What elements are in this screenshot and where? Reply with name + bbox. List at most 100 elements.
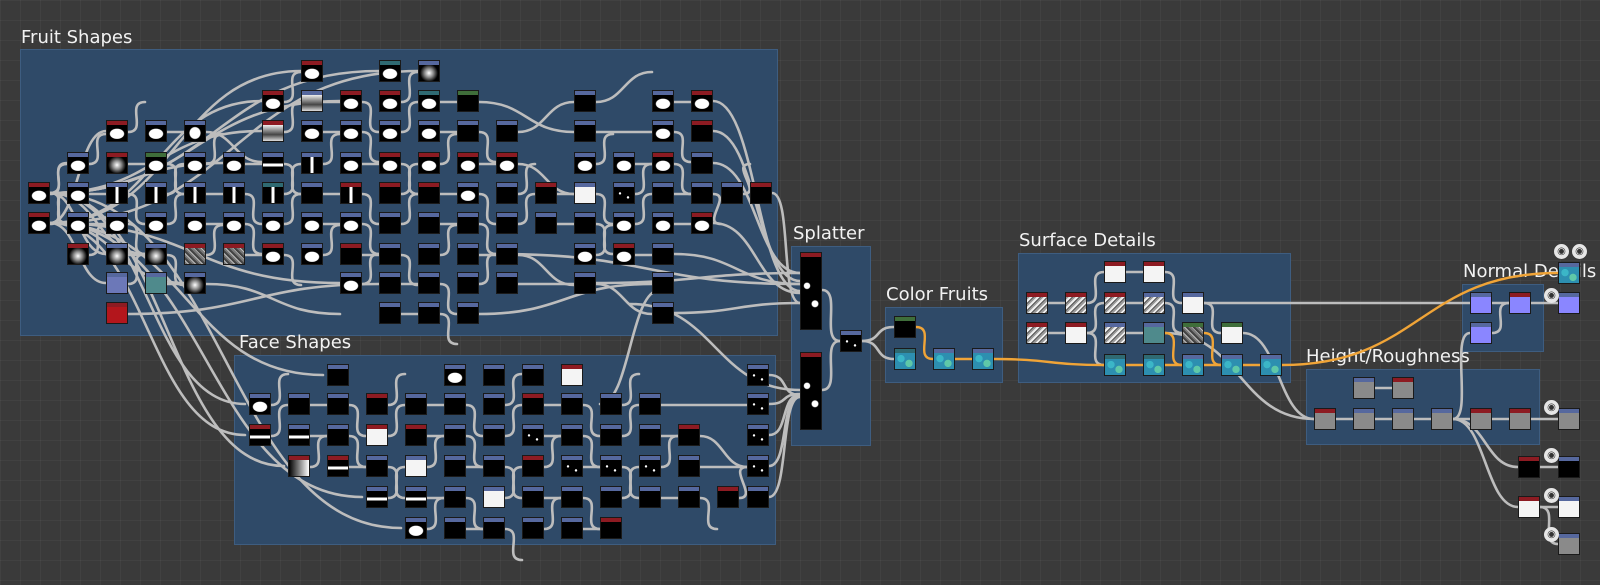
- normal-detail-node[interactable]: [1470, 292, 1492, 314]
- fruit-shape-node[interactable]: [340, 243, 362, 265]
- fruit-shape-node[interactable]: [652, 120, 674, 142]
- fruit-shape-node[interactable]: [28, 182, 50, 204]
- face-shape-node[interactable]: [561, 486, 583, 508]
- face-shape-node[interactable]: [444, 455, 466, 477]
- face-shape-node[interactable]: [483, 486, 505, 508]
- fruit-shape-node[interactable]: [145, 272, 167, 294]
- fruit-shape-node[interactable]: [340, 90, 362, 112]
- fruit-shape-node[interactable]: [379, 152, 401, 174]
- fruit-shape-node[interactable]: [379, 90, 401, 112]
- color-fruits-node[interactable]: [972, 348, 994, 370]
- fruit-shape-node[interactable]: [418, 60, 440, 82]
- fruit-shape-node[interactable]: [145, 243, 167, 265]
- face-shape-node[interactable]: [561, 364, 583, 386]
- fruit-shape-node[interactable]: [106, 152, 128, 174]
- fruit-shape-node[interactable]: [457, 182, 479, 204]
- fruit-shape-node[interactable]: [106, 272, 128, 294]
- fruit-shape-node[interactable]: [574, 212, 596, 234]
- face-shape-node[interactable]: [288, 455, 310, 477]
- fruit-shape-node[interactable]: [496, 152, 518, 174]
- fruit-shape-node[interactable]: [223, 182, 245, 204]
- fruit-shape-node[interactable]: [145, 120, 167, 142]
- fruit-shape-node[interactable]: [418, 90, 440, 112]
- fruit-shape-node[interactable]: [184, 243, 206, 265]
- face-shape-node[interactable]: [288, 424, 310, 446]
- height-roughness-node[interactable]: [1558, 496, 1580, 518]
- fruit-shape-node[interactable]: [301, 120, 323, 142]
- frame-face-shapes[interactable]: [234, 355, 776, 545]
- surface-detail-node[interactable]: [1182, 354, 1204, 376]
- face-shape-node[interactable]: [444, 364, 466, 386]
- surface-detail-node[interactable]: [1026, 292, 1048, 314]
- face-shape-node[interactable]: [522, 393, 544, 415]
- fruit-shape-node[interactable]: [652, 243, 674, 265]
- fruit-shape-node[interactable]: [145, 212, 167, 234]
- fruit-shape-node[interactable]: [340, 152, 362, 174]
- fruit-shape-node[interactable]: [340, 272, 362, 294]
- fruit-shape-node[interactable]: [721, 182, 743, 204]
- face-shape-node[interactable]: [561, 455, 583, 477]
- fruit-shape-node[interactable]: [379, 120, 401, 142]
- fruit-shape-node[interactable]: [184, 120, 206, 142]
- face-shape-node[interactable]: [747, 455, 769, 477]
- height-roughness-node[interactable]: [1431, 408, 1453, 430]
- fruit-shape-node[interactable]: [574, 90, 596, 112]
- fruit-shape-node[interactable]: [67, 243, 89, 265]
- face-shape-node[interactable]: [366, 486, 388, 508]
- surface-detail-node[interactable]: [1026, 322, 1048, 344]
- fruit-shape-node[interactable]: [262, 152, 284, 174]
- fruit-shape-node[interactable]: [223, 212, 245, 234]
- face-shape-node[interactable]: [327, 364, 349, 386]
- surface-detail-node[interactable]: [1065, 292, 1087, 314]
- face-shape-node[interactable]: [444, 393, 466, 415]
- face-shape-node[interactable]: [483, 424, 505, 446]
- normal-detail-node[interactable]: [1470, 322, 1492, 344]
- fruit-shape-node[interactable]: [223, 152, 245, 174]
- surface-detail-node[interactable]: [1104, 292, 1126, 314]
- fruit-shape-node[interactable]: [652, 302, 674, 324]
- face-shape-node[interactable]: [483, 364, 505, 386]
- fruit-shape-node[interactable]: [106, 182, 128, 204]
- face-shape-node[interactable]: [561, 393, 583, 415]
- fruit-shape-node[interactable]: [262, 182, 284, 204]
- fruit-shape-node[interactable]: [418, 152, 440, 174]
- fruit-shape-node[interactable]: [106, 243, 128, 265]
- surface-detail-node[interactable]: [1104, 354, 1126, 376]
- fruit-shape-node[interactable]: [652, 272, 674, 294]
- fruit-shape-node[interactable]: [301, 212, 323, 234]
- face-shape-node[interactable]: [483, 393, 505, 415]
- fruit-shape-node[interactable]: [262, 90, 284, 112]
- fruit-shape-node[interactable]: [379, 212, 401, 234]
- height-roughness-node[interactable]: [1558, 533, 1580, 555]
- fruit-shape-node[interactable]: [691, 90, 713, 112]
- fruit-shape-node[interactable]: [613, 243, 635, 265]
- surface-detail-node[interactable]: [1065, 322, 1087, 344]
- face-shape-node[interactable]: [522, 517, 544, 539]
- height-roughness-node[interactable]: [1558, 456, 1580, 478]
- fruit-shape-node[interactable]: [691, 212, 713, 234]
- fruit-shape-node[interactable]: [418, 243, 440, 265]
- face-shape-node[interactable]: [600, 517, 622, 539]
- fruit-shape-node[interactable]: [340, 212, 362, 234]
- surface-detail-node[interactable]: [1143, 322, 1165, 344]
- face-shape-node[interactable]: [747, 393, 769, 415]
- splatter-merge-node[interactable]: [840, 330, 862, 352]
- output-node-icon[interactable]: ◉: [1544, 488, 1559, 503]
- fruit-shape-node[interactable]: [379, 302, 401, 324]
- fruit-shape-node[interactable]: [262, 120, 284, 142]
- fruit-shape-node[interactable]: [496, 212, 518, 234]
- surface-detail-node[interactable]: [1143, 354, 1165, 376]
- face-shape-node[interactable]: [249, 393, 271, 415]
- face-shape-node[interactable]: [600, 393, 622, 415]
- face-shape-node[interactable]: [366, 424, 388, 446]
- height-roughness-node[interactable]: [1314, 408, 1336, 430]
- fruit-shape-node[interactable]: [652, 212, 674, 234]
- splatter-node-top[interactable]: [800, 252, 822, 330]
- fruit-shape-node[interactable]: [613, 212, 635, 234]
- face-shape-node[interactable]: [561, 424, 583, 446]
- frame-height-roughness[interactable]: [1306, 369, 1540, 445]
- output-node-icon[interactable]: ◉: [1544, 527, 1559, 542]
- fruit-shape-node[interactable]: [145, 182, 167, 204]
- fruit-shape-node[interactable]: [535, 182, 557, 204]
- height-roughness-node[interactable]: [1392, 408, 1414, 430]
